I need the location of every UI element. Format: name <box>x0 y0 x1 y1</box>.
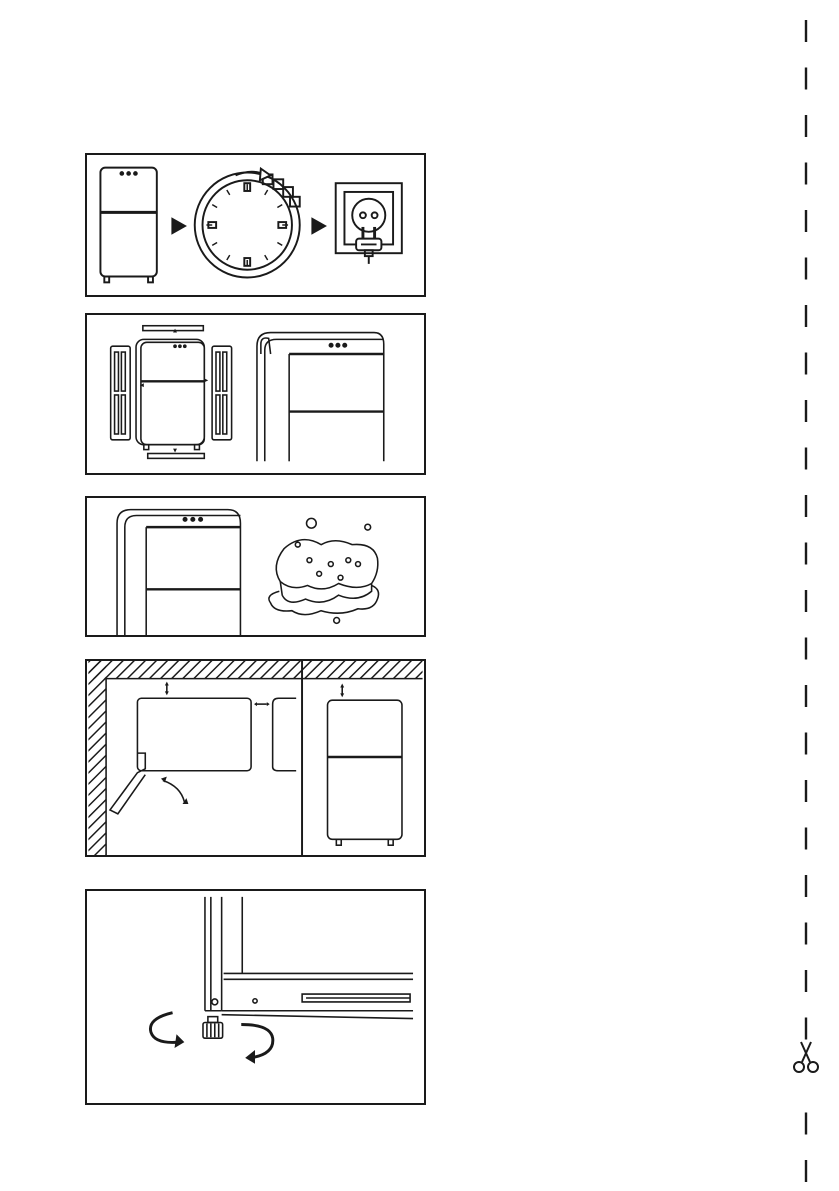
rotate-clockwise-icon <box>241 1024 273 1063</box>
wall-socket-plug-icon <box>336 183 402 264</box>
panel-before-first-use <box>85 153 426 297</box>
exploded-appliance-icon <box>111 326 232 459</box>
wait-clock-icon <box>195 169 300 278</box>
panel-leveling-feet <box>85 889 426 1105</box>
rotate-counterclockwise-icon <box>150 1013 184 1048</box>
arrow-right-icon <box>311 217 327 235</box>
cut-line <box>804 0 808 1191</box>
appliance-corner-icon <box>205 897 413 1019</box>
panel-installation-clearances <box>85 659 426 857</box>
top-view-door-swing-icon <box>110 682 296 814</box>
front-view-clearance-icon <box>328 684 402 846</box>
appliance-front-icon <box>100 168 156 283</box>
adjustable-foot-icon <box>203 1017 223 1039</box>
arrow-right-icon <box>171 217 187 235</box>
appliance-top-view-icon <box>117 510 240 635</box>
panel-cleaning <box>85 496 426 637</box>
panel-packaging-removal <box>85 313 426 475</box>
soapy-sponge-icon <box>269 518 379 623</box>
scissors-icon <box>792 1040 820 1074</box>
appliance-top-view-icon <box>257 333 384 462</box>
